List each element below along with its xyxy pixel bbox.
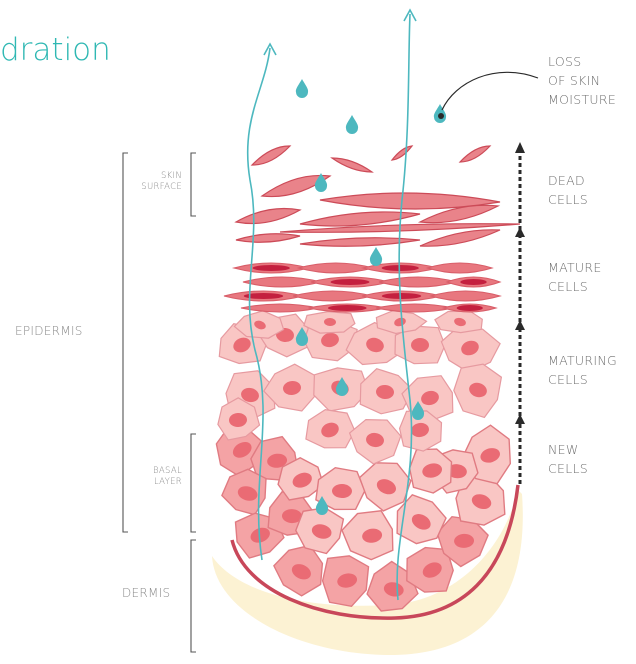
basal-line-2: LAYER — [118, 477, 182, 488]
mature-nucleus — [382, 293, 422, 299]
mature-cell — [293, 291, 372, 301]
dead-line-1: DEAD — [548, 171, 588, 190]
dead-cells — [236, 146, 520, 246]
label-dermis: DERMIS — [122, 584, 170, 603]
mature-line-2: CELLS — [548, 277, 602, 296]
dead-cell — [392, 146, 412, 160]
mature-nucleus — [382, 265, 419, 271]
mature-cell — [241, 304, 319, 312]
mature-cell — [379, 277, 457, 287]
arrowhead-dead — [515, 142, 525, 153]
new-line-2: CELLS — [548, 459, 588, 478]
skin-surface-line-2: SURFACE — [118, 182, 182, 193]
dead-cell — [236, 234, 300, 243]
water-droplet — [296, 79, 308, 98]
dead-cell — [252, 146, 290, 165]
mature-cell — [428, 263, 493, 273]
bracket-basal-layer — [191, 434, 196, 532]
mature-nucleus — [457, 305, 483, 311]
bracket-skin-surface — [191, 153, 196, 216]
mature-nucleus — [331, 279, 370, 285]
mature-nucleus — [253, 265, 290, 271]
label-mature-cells: MATURE CELLS — [548, 258, 602, 296]
loss-pointer — [442, 72, 538, 110]
dead-cell — [300, 238, 420, 247]
loss-pointer-dot — [438, 113, 444, 119]
maturing-line-1: MATURING — [548, 351, 617, 370]
bracket-dermis — [191, 540, 196, 652]
label-skin-surface: SKIN SURFACE — [118, 171, 182, 193]
label-maturing-cells: MATURING CELLS — [548, 351, 617, 389]
arrowhead-mature — [515, 227, 525, 237]
mature-cells — [224, 263, 500, 312]
dead-line-2: CELLS — [548, 190, 588, 209]
mature-cell — [243, 277, 321, 287]
label-dead-cells: DEAD CELLS — [548, 171, 588, 209]
water-droplet — [346, 115, 358, 134]
loss-line-2: OF SKIN — [548, 71, 616, 90]
dead-cell — [300, 212, 420, 226]
maturing-line-2: CELLS — [548, 370, 617, 389]
label-loss-of-skin-moisture: LOSS OF SKIN MOISTURE — [548, 52, 616, 109]
arrowhead-maturing — [515, 320, 525, 330]
basal-line-1: BASAL — [118, 466, 182, 477]
dead-cell — [420, 230, 500, 246]
mature-nucleus — [328, 305, 367, 311]
label-epidermis: EPIDERMIS — [15, 322, 83, 341]
new-line-1: NEW — [548, 440, 588, 459]
dead-cell — [332, 158, 372, 172]
label-basal-layer: BASAL LAYER — [118, 466, 182, 488]
arrowhead-new — [515, 414, 525, 424]
water-droplet — [370, 247, 382, 266]
skin-surface-line-1: SKIN — [118, 171, 182, 182]
loss-line-3: MOISTURE — [548, 90, 616, 109]
dead-cell — [236, 209, 300, 224]
dead-cell — [460, 146, 490, 162]
mature-nucleus — [460, 279, 487, 285]
mature-line-1: MATURE — [548, 258, 602, 277]
mature-cell — [431, 291, 500, 301]
label-new-cells: NEW CELLS — [548, 440, 588, 478]
loss-line-1: LOSS — [548, 52, 616, 71]
